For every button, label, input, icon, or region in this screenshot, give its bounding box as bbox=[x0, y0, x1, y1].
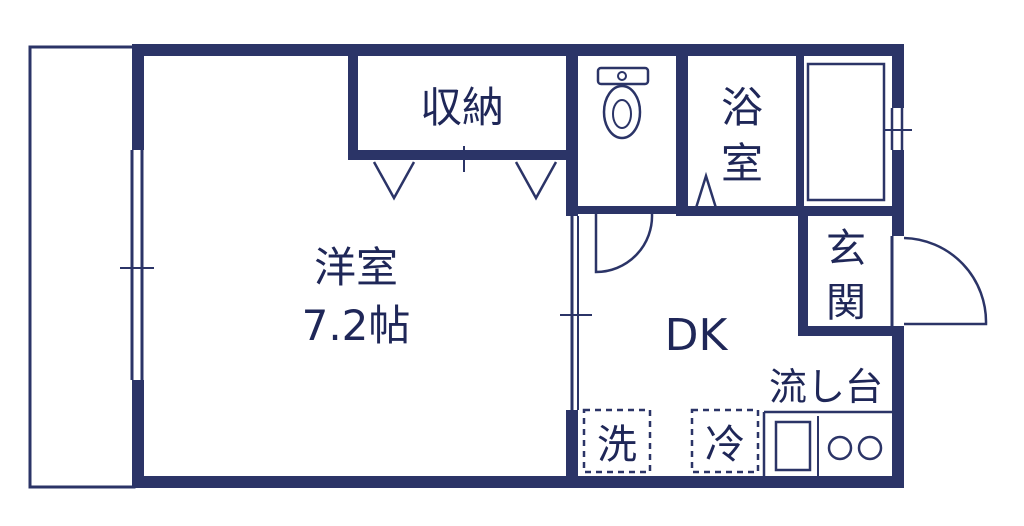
toilet-room bbox=[566, 56, 688, 274]
balcony bbox=[28, 45, 136, 489]
bath-label-top: 浴 bbox=[721, 83, 763, 132]
bathroom bbox=[676, 56, 912, 216]
stove-burner-left bbox=[827, 435, 853, 461]
bathtub bbox=[806, 62, 886, 202]
washer-label: 洗 bbox=[597, 422, 637, 468]
storage-closet bbox=[348, 56, 568, 201]
sink-label: 流し台 bbox=[769, 365, 883, 409]
kitchen-counter bbox=[762, 410, 892, 476]
balcony-window bbox=[120, 150, 154, 380]
entrance-door bbox=[903, 236, 988, 326]
toilet-icon bbox=[596, 66, 650, 140]
sink-basin bbox=[774, 420, 812, 472]
entrance-label-top: 玄 bbox=[826, 226, 866, 272]
entrance bbox=[798, 212, 988, 336]
dk-label: DK bbox=[665, 310, 729, 361]
washer-space bbox=[582, 408, 652, 474]
western-room-label: 洋室 bbox=[314, 243, 398, 292]
storage-label: 収納 bbox=[420, 83, 504, 132]
fridge-label: 冷 bbox=[705, 422, 745, 468]
entrance-label-bottom: 関 bbox=[826, 280, 866, 326]
stove-burner-right bbox=[857, 435, 883, 461]
western-room-size-label: 7.2帖 bbox=[302, 301, 411, 350]
bath-label-bottom: 室 bbox=[721, 139, 763, 188]
toilet-door bbox=[594, 213, 654, 274]
fridge-space bbox=[690, 408, 760, 474]
